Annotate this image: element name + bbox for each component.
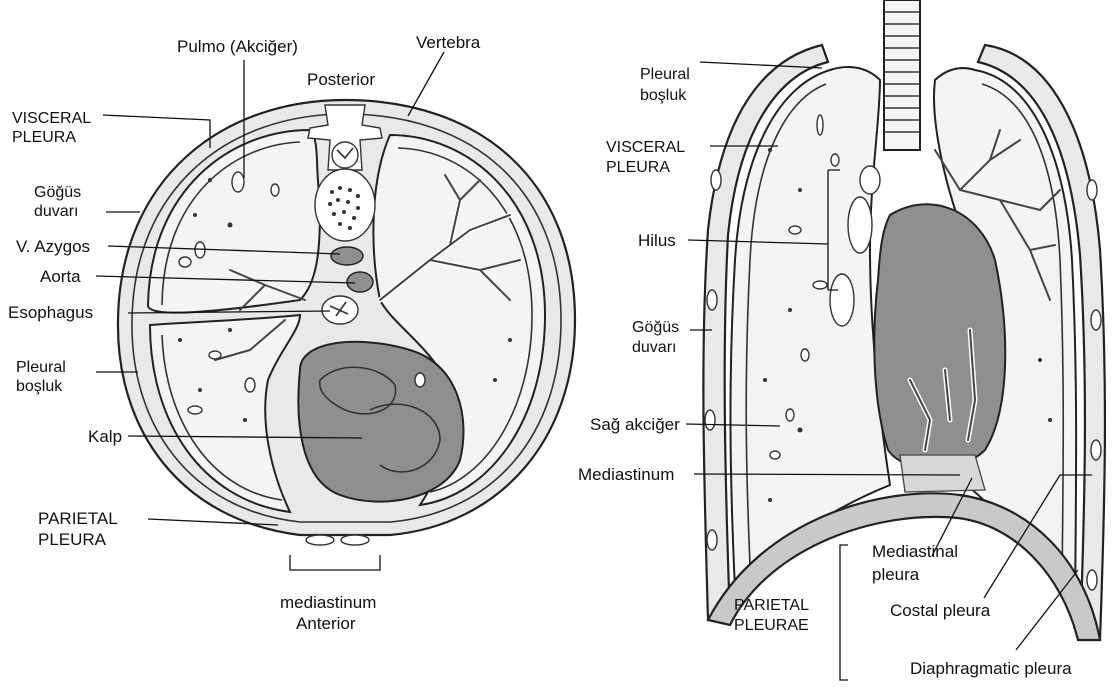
aorta <box>347 272 373 292</box>
label-r-mediastinum: Mediastinum <box>578 465 674 484</box>
label-mediastinal-2: pleura <box>872 565 920 584</box>
label-parietal-1: PARIETAL <box>38 509 118 528</box>
label-vertebra: Vertebra <box>416 33 481 52</box>
cross-section-figure <box>118 100 575 570</box>
label-esophagus: Esophagus <box>8 303 93 322</box>
label-r-visceral-2: PLEURA <box>606 159 670 176</box>
label-pleural-1: Pleural <box>16 359 66 376</box>
label-r-gogus-2: duvarı <box>632 339 676 356</box>
label-posterior: Posterior <box>307 70 375 89</box>
azygos-vein <box>331 247 363 265</box>
label-pleural-2: boşluk <box>16 378 63 395</box>
label-aorta: Aorta <box>40 267 81 286</box>
mediastinum-base <box>900 455 985 492</box>
label-diaphragmatic-pleura: Diaphragmatic pleura <box>910 659 1072 678</box>
label-r-visceral-1: VISCERAL <box>606 139 685 156</box>
label-v-azygos: V. Azygos <box>16 237 90 256</box>
label-r-gogus-1: Göğüs <box>632 319 679 336</box>
label-costal-pleura: Costal pleura <box>890 601 991 620</box>
label-visceral-2: PLEURA <box>12 129 76 146</box>
label-pulmo: Pulmo (Akciğer) <box>177 37 298 56</box>
parietal-pleurae-bracket <box>840 545 848 680</box>
label-r-pleural-1: Pleural <box>640 66 690 83</box>
label-mediastinal-1: Mediastinal <box>872 542 958 561</box>
trachea <box>884 0 920 150</box>
heart-section <box>298 342 463 502</box>
label-mediastinum: mediastinum <box>280 593 376 612</box>
right-lung-section <box>148 130 320 313</box>
mediastinum-bracket <box>290 555 380 570</box>
label-parietal-pleurae-2: PLEURAE <box>734 617 809 634</box>
label-kalp: Kalp <box>88 427 122 446</box>
label-visceral-1: VISCERAL <box>12 110 91 127</box>
label-gogus-2: duvarı <box>34 203 78 220</box>
label-sag-akciger: Sağ akciğer <box>590 415 680 434</box>
label-parietal-pleurae-1: PARIETAL <box>734 597 809 614</box>
label-parietal-2: PLEURA <box>38 530 107 549</box>
heart-frontal <box>874 204 1005 469</box>
label-anterior: Anterior <box>296 614 356 633</box>
label-gogus-1: Göğüs <box>34 184 81 201</box>
label-hilus: Hilus <box>638 231 676 250</box>
label-r-pleural-2: boşluk <box>640 87 687 104</box>
